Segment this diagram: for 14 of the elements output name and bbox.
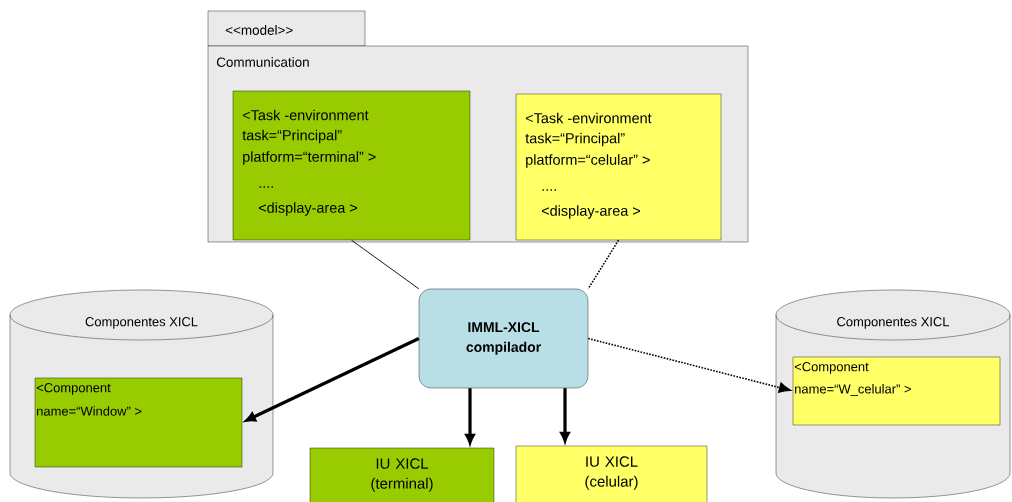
compiler-box: IMML-XICL compilador: [418, 288, 589, 389]
output-box: IU XICL (celular): [515, 445, 708, 502]
arrow: [465, 388, 475, 445]
component-box: <Component name=“Window” >: [34, 377, 243, 468]
connector-line: [587, 239, 620, 290]
output-box: IU XICL (terminal): [309, 447, 495, 502]
component-box: <Component name=“W_celular” >: [792, 356, 1001, 426]
arrow: [560, 388, 570, 443]
node-label: <<model>>: [225, 25, 293, 35]
arrow: [245, 337, 420, 422]
task-box: <Task -environment task=“Principal” platform=“terminal” > .... <display-area >: [232, 90, 471, 241]
connector-line: [351, 239, 420, 290]
task-box: <Task -environment task=“Principal” platform=“celular” > .... <display-area >: [515, 93, 722, 241]
dotted-arrow: [587, 337, 791, 393]
